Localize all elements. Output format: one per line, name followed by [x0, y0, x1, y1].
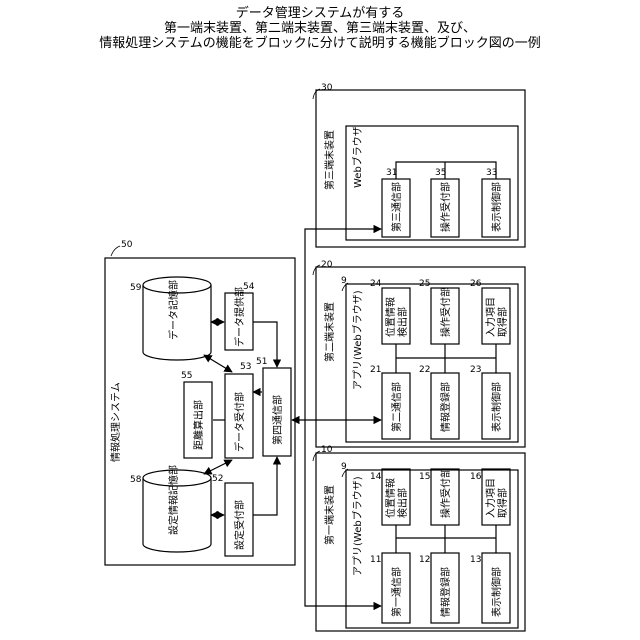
- term2-app-label: アプリ(Webブラウザ): [351, 290, 364, 390]
- term2-comm-label: 第二通信部: [390, 382, 403, 432]
- term3-browser-label: Webブラウザ: [351, 126, 364, 188]
- term2-disp-label: 表示制御部: [490, 382, 503, 432]
- ref-30: 30: [321, 83, 333, 93]
- ref-20: 20: [321, 260, 333, 270]
- ref-9-term2: 9: [341, 276, 347, 286]
- ref-14: 14: [370, 472, 382, 482]
- ref-50: 50: [121, 240, 133, 250]
- term1-comm-label: 第一通信部: [390, 567, 403, 617]
- settings-storage-label: 設定情報記憶部: [167, 465, 180, 535]
- ref-55: 55: [181, 371, 192, 381]
- term2-reg-label: 情報登録部: [439, 382, 452, 432]
- ref-24: 24: [370, 279, 382, 289]
- ref-53: 53: [240, 362, 251, 372]
- term2-input-label: 入力項目取得部: [484, 297, 509, 337]
- term1-label: 第一端末装置: [323, 485, 336, 545]
- ref-13: 13: [470, 555, 481, 565]
- ref-35: 35: [435, 168, 446, 178]
- ref-54: 54: [243, 282, 255, 292]
- data-storage-label: データ記憶部: [167, 280, 180, 340]
- term1-input-label: 入力項目取得部: [484, 478, 509, 518]
- ref-22: 22: [419, 365, 430, 375]
- ref-58: 58: [130, 475, 142, 485]
- setting-receiver-label: 設定受付部: [233, 500, 246, 550]
- ref-31: 31: [386, 168, 397, 178]
- ref-51: 51: [256, 357, 267, 367]
- term1-bus-drops: [396, 525, 496, 553]
- term3-disp-label: 表示制御部: [490, 182, 503, 232]
- term1-reg-label: 情報登録部: [439, 567, 452, 617]
- term2-label: 第二端末装置: [323, 302, 336, 362]
- term1-disp-label: 表示制御部: [490, 567, 503, 617]
- conn-datadb-receiver: [204, 355, 232, 372]
- ref-26: 26: [470, 279, 482, 289]
- ref-52: 52: [212, 474, 223, 484]
- term1-loc-label: 位置情報検出部: [384, 478, 409, 518]
- ref-9-term1: 9: [341, 462, 347, 472]
- term3-label: 第三端末装置: [323, 130, 336, 190]
- distance-calc-label: 距離算出部: [192, 400, 205, 450]
- term2-op-label: 操作受付部: [439, 287, 452, 337]
- conn-setting-receiver-comm4: [253, 457, 277, 515]
- term2-loc-label: 位置情報検出部: [384, 297, 409, 337]
- comm4-label: 第四通信部: [271, 395, 284, 445]
- ref-10: 10: [321, 445, 333, 455]
- data-provider-label: データ提供部: [233, 287, 246, 347]
- term1-app-label: アプリ(Webブラウザ): [351, 476, 364, 576]
- ref-15: 15: [419, 472, 430, 482]
- ref-11: 11: [370, 555, 381, 565]
- term3-op-label: 操作受付部: [439, 182, 452, 232]
- ref-leader-lines: [111, 89, 348, 477]
- ref-16: 16: [470, 472, 482, 482]
- conn-settingsdb-receiver: [204, 460, 232, 474]
- term1-op-label: 操作受付部: [439, 468, 452, 518]
- ref-25: 25: [419, 279, 430, 289]
- ref-21: 21: [370, 365, 381, 375]
- info-system-label: 情報処理システム: [109, 382, 122, 462]
- ref-23: 23: [470, 365, 481, 375]
- term3-comm-label: 第三通信部: [390, 182, 403, 232]
- ref-33: 33: [486, 168, 497, 178]
- ref-59: 59: [130, 283, 142, 293]
- data-receiver-label: データ受付部: [233, 392, 246, 452]
- ref-12: 12: [419, 555, 430, 565]
